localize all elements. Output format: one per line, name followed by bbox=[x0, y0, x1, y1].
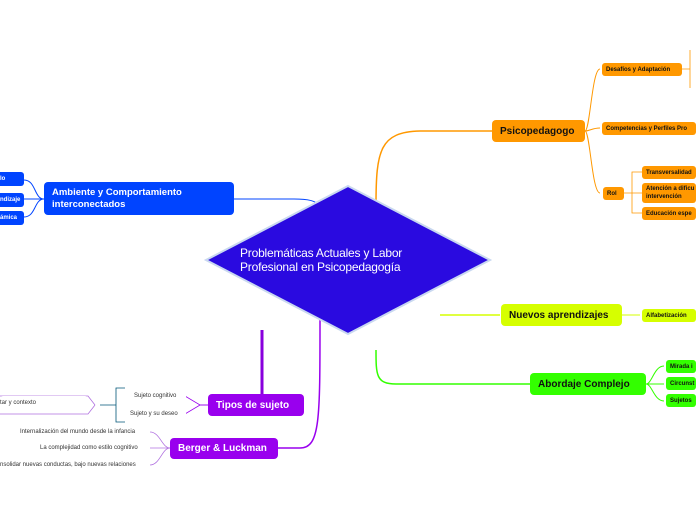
leaf-contexto[interactable]: tar y contexto bbox=[0, 396, 88, 410]
subtopic-sujetos-label: Sujetos bbox=[670, 397, 692, 404]
topic-psicopedagogo[interactable]: Psicopedagogo bbox=[492, 120, 585, 142]
topic-abordaje-complejo-label: Abordaje Complejo bbox=[538, 378, 630, 390]
subtopic-ambiente-2[interactable]: ndizaje bbox=[0, 193, 24, 207]
subtopic-ambiente-1[interactable]: lo bbox=[0, 172, 24, 186]
topic-berger-luckman-label: Berger & Luckman bbox=[178, 443, 267, 454]
leaf-sujeto-deseo[interactable]: Sujeto y su deseo bbox=[124, 408, 186, 420]
leaf-complejidad[interactable]: La complejidad como estilo cognitivo bbox=[34, 442, 150, 454]
central-topic[interactable]: Problemáticas Actuales y Labor Profesion… bbox=[240, 246, 440, 274]
leaf-complejidad-label: La complejidad como estilo cognitivo bbox=[40, 445, 138, 451]
leaf-consolidar-label: nsolidar nuevas conductas, bajo nuevas r… bbox=[0, 462, 136, 468]
subtopic-transversalidad-label: Transversalidad bbox=[646, 169, 692, 176]
leaf-consolidar[interactable]: nsolidar nuevas conductas, bajo nuevas r… bbox=[0, 459, 150, 471]
subtopic-circunst[interactable]: Circunst bbox=[666, 377, 696, 390]
subtopic-atencion-line2: intervención bbox=[646, 194, 682, 200]
subtopic-mirada[interactable]: Mirada i bbox=[666, 360, 696, 373]
central-diamond bbox=[203, 184, 493, 336]
subtopic-alfabetizacion-label: Alfabetización bbox=[646, 312, 687, 319]
subtopic-ambiente-1-label: lo bbox=[0, 176, 6, 182]
subtopic-ambiente-3[interactable]: ámica bbox=[0, 211, 24, 225]
leaf-sujeto-cognitivo-label: Sujeto cognitivo bbox=[134, 393, 177, 399]
subtopic-rol-label: Rol bbox=[607, 190, 617, 197]
leaf-sujeto-deseo-label: Sujeto y su deseo bbox=[130, 411, 178, 417]
topic-ambiente-line2: interconectados bbox=[52, 198, 126, 210]
subtopic-educacion-label: Educación espe bbox=[646, 210, 692, 217]
central-topic-line1: Problemáticas Actuales y Labor bbox=[240, 246, 403, 260]
topic-ambiente-comportamiento[interactable]: Ambiente y Comportamiento interconectado… bbox=[44, 182, 234, 215]
topic-nuevos-aprendizajes[interactable]: Nuevos aprendizajes bbox=[501, 304, 622, 326]
leaf-internalizacion[interactable]: Internalización del mundo desde la infan… bbox=[14, 426, 150, 438]
topic-nuevos-aprendizajes-label: Nuevos aprendizajes bbox=[509, 309, 609, 321]
subtopic-atencion[interactable]: Atención a dificu intervención bbox=[642, 183, 696, 203]
leaf-internalizacion-label: Internalización del mundo desde la infan… bbox=[20, 429, 136, 435]
subtopic-alfabetizacion[interactable]: Alfabetización bbox=[642, 309, 696, 322]
subtopic-circunst-label: Circunst bbox=[670, 380, 695, 387]
subtopic-atencion-line1: Atención a dificu bbox=[646, 186, 695, 192]
topic-psicopedagogo-label: Psicopedagogo bbox=[500, 125, 575, 137]
leaf-contexto-label: tar y contexto bbox=[0, 400, 37, 406]
subtopic-rol[interactable]: Rol bbox=[603, 187, 624, 200]
topic-berger-luckman[interactable]: Berger & Luckman bbox=[170, 438, 278, 459]
topic-tipos-de-sujeto-label: Tipos de sujeto bbox=[216, 399, 290, 411]
topic-tipos-de-sujeto[interactable]: Tipos de sujeto bbox=[208, 394, 304, 416]
subtopic-desafios-label: Desafíos y Adaptación bbox=[606, 66, 671, 73]
central-topic-line2: Profesional en Psicopedagogía bbox=[240, 260, 401, 274]
subtopic-sujetos[interactable]: Sujetos bbox=[666, 394, 696, 407]
topic-ambiente-line1: Ambiente y Comportamiento bbox=[52, 186, 182, 198]
subtopic-competencias-label: Competencias y Perfiles Pro bbox=[606, 125, 688, 132]
subtopic-ambiente-2-label: ndizaje bbox=[0, 197, 21, 203]
subtopic-mirada-label: Mirada i bbox=[670, 363, 693, 370]
subtopic-competencias[interactable]: Competencias y Perfiles Pro bbox=[602, 122, 696, 135]
subtopic-desafios[interactable]: Desafíos y Adaptación bbox=[602, 63, 682, 76]
topic-abordaje-complejo[interactable]: Abordaje Complejo bbox=[530, 373, 646, 395]
subtopic-ambiente-3-label: ámica bbox=[0, 215, 18, 221]
subtopic-educacion[interactable]: Educación espe bbox=[642, 207, 696, 220]
subtopic-transversalidad[interactable]: Transversalidad bbox=[642, 166, 696, 179]
leaf-sujeto-cognitivo[interactable]: Sujeto cognitivo bbox=[128, 390, 186, 402]
